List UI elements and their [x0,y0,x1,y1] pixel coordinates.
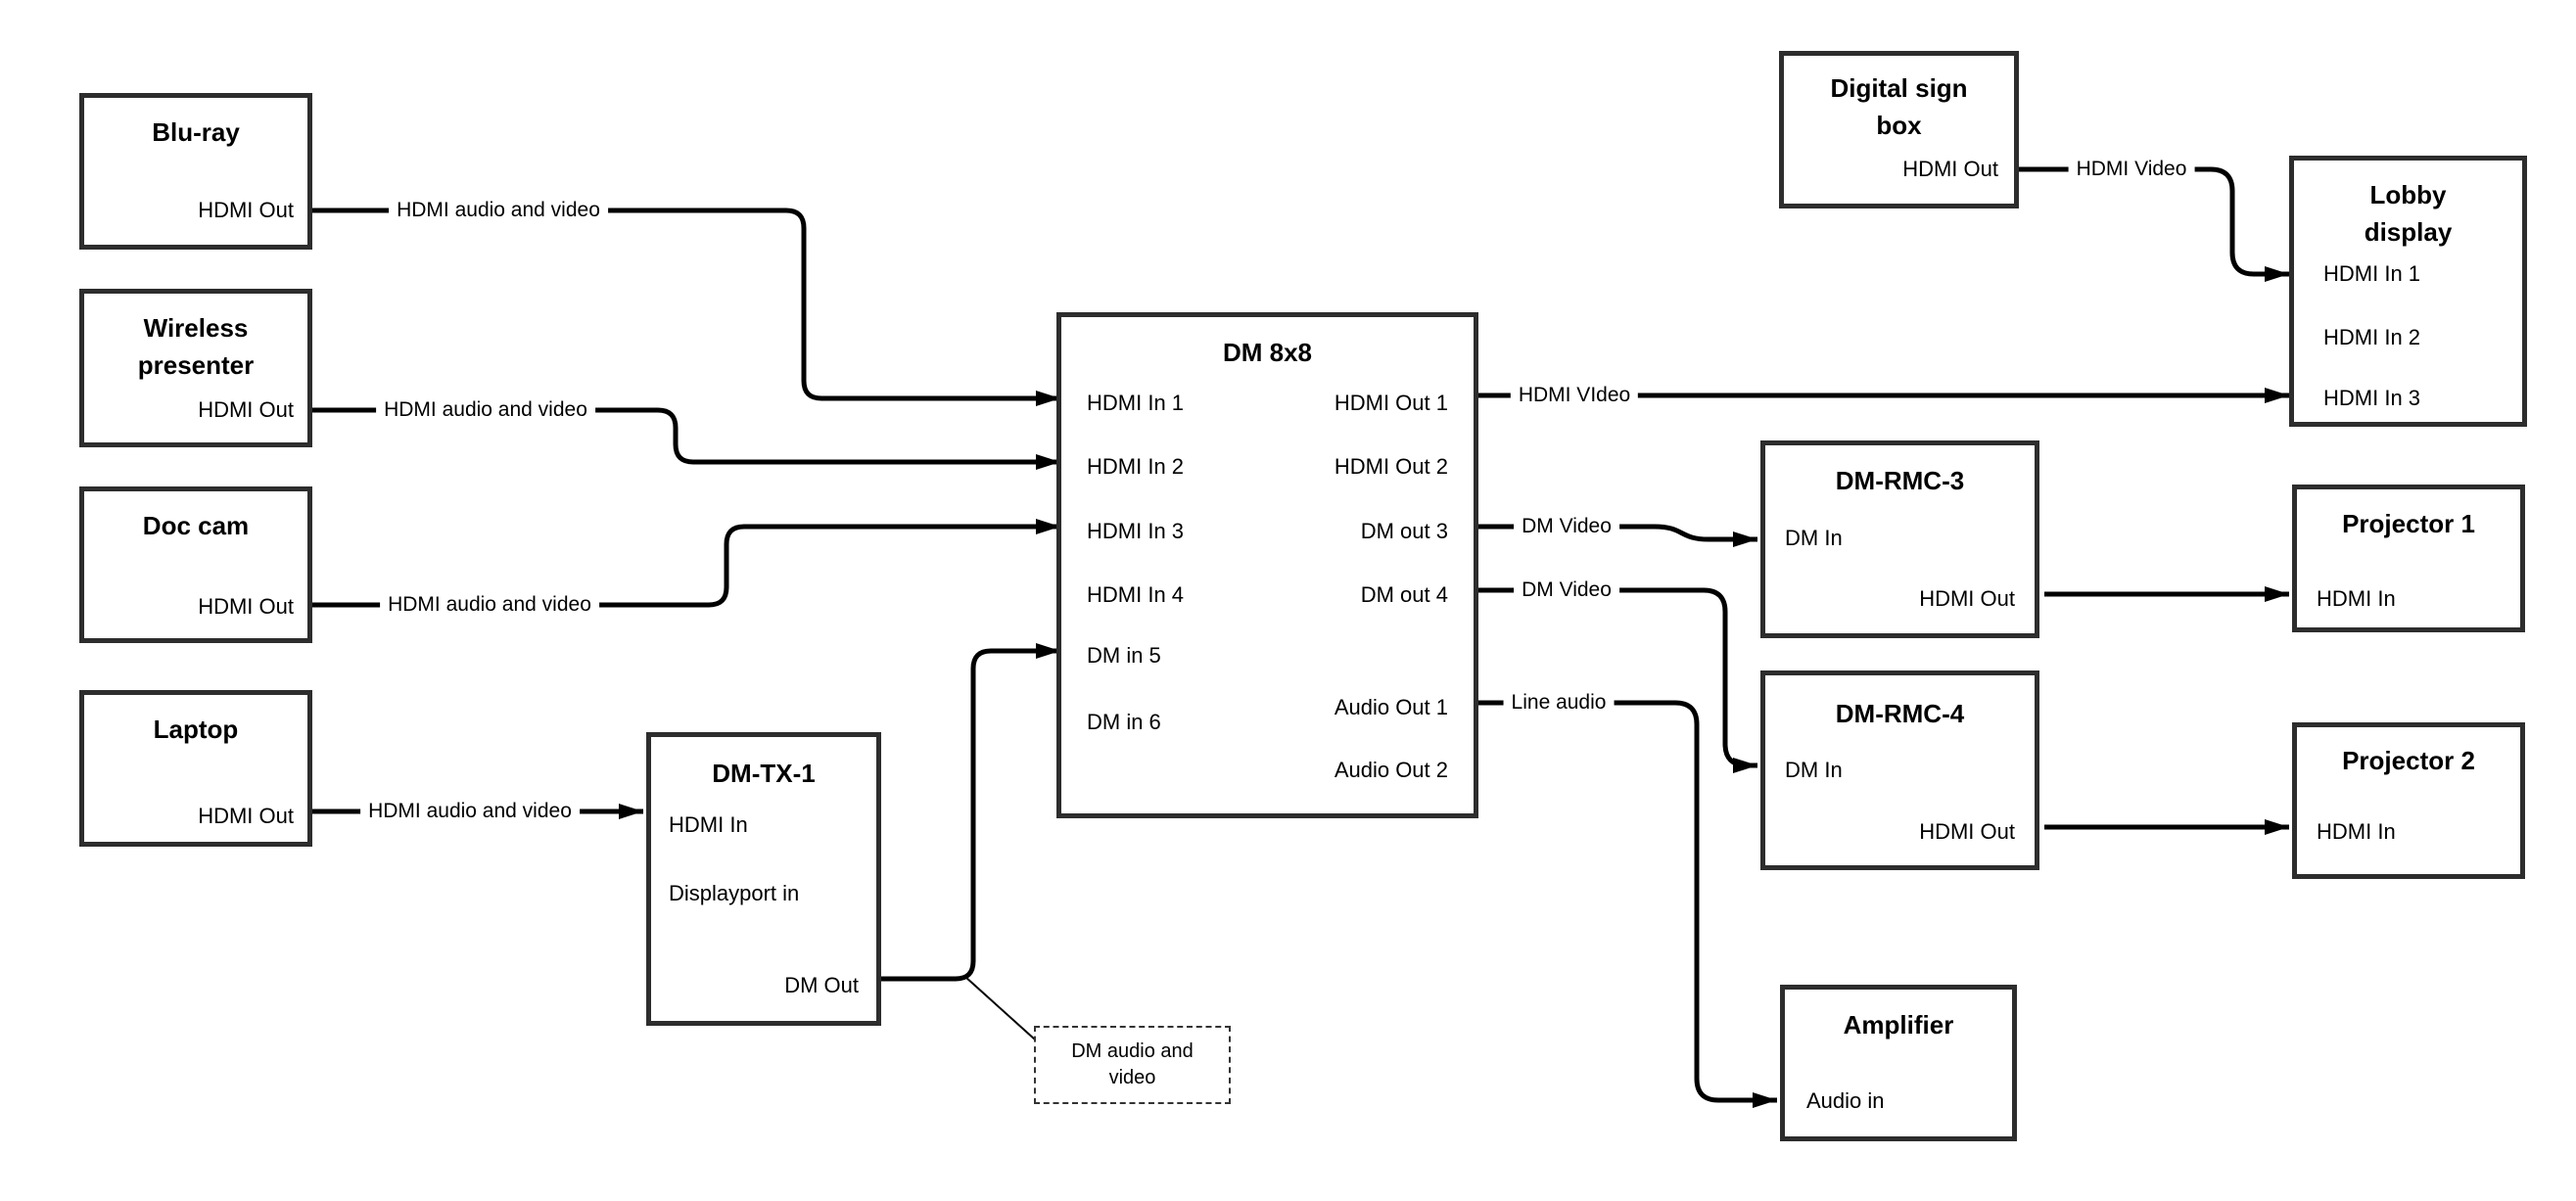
dmrmc3-title: DM-RMC-3 [1835,466,1965,495]
laptop-box: Laptop HDMI Out [79,690,312,847]
wireless-presenter-port-hdmi-out: HDMI Out [198,397,294,422]
wire-label-digitalsign: HDMI Video [2068,157,2195,182]
dm8x8-port-audio-out-1: Audio Out 1 [1334,695,1448,719]
amplifier-title: Amplifier [1843,1010,1954,1039]
bluray-box: Blu-ray HDMI Out [79,93,312,250]
wire-label-dm-video-out4: DM Video [1514,577,1619,603]
wire-label-doccam: HDMI audio and video [380,592,599,618]
wireless-presenter-box: Wireless presenter HDMI Out [79,289,312,447]
wireless-presenter-title-line2: presenter [137,350,255,380]
wire-label-dm-video-out3: DM Video [1514,514,1619,539]
wire-label-line-audio: Line audio [1503,690,1615,716]
dmrmc4-port-dm-in: DM In [1785,758,1843,782]
lobby-port-hdmi-in-2: HDMI In 2 [2323,325,2421,349]
bluray-port-hdmi-out: HDMI Out [198,198,294,222]
projector1-title: Projector 1 [2342,509,2475,538]
wire-label-hdmi-video-out1: HDMI VIdeo [1510,383,1639,408]
laptop-port-hdmi-out: HDMI Out [198,804,294,828]
wire-dm8x8-out4-to-dmrmc4 [1478,587,1757,773]
wire-dm8x8-out3-to-dmrmc3 [1478,524,1757,547]
wire-bluray-to-dm8x8-in1 [312,208,1060,406]
callout-line2: video [1108,1067,1156,1088]
dm8x8-port-hdmi-in-2: HDMI In 2 [1087,454,1185,479]
lobby-display-box: Lobby display HDMI In 1 HDMI In 2 HDMI I… [2289,156,2527,427]
dmtx1-port-dm-out: DM Out [784,973,859,997]
callout-dm-audio-video: DM audio and video [1034,1026,1231,1104]
wire-wireless-to-dm8x8-in2 [312,407,1060,470]
lobby-port-hdmi-in-1: HDMI In 1 [2323,261,2421,286]
wire-label-wireless: HDMI audio and video [376,397,595,423]
lobby-display-title-line2: display [2364,217,2453,247]
dm8x8-port-dm-out-4: DM out 4 [1360,582,1448,607]
projector2-title: Projector 2 [2342,746,2475,775]
dm8x8-port-dm-out-3: DM out 3 [1360,519,1448,543]
wireless-presenter-title-line1: Wireless [143,313,249,343]
bluray-title: Blu-ray [152,117,240,147]
doccam-title: Doc cam [142,511,250,540]
dm8x8-port-hdmi-out-1: HDMI Out 1 [1334,391,1448,415]
dm8x8-port-hdmi-out-2: HDMI Out 2 [1334,454,1448,479]
lobby-port-hdmi-in-3: HDMI In 3 [2323,386,2421,410]
wire-digitalsign-to-lobby-in1 [2019,166,2289,282]
dm8x8-title: DM 8x8 [1222,338,1313,367]
amplifier-box: Amplifier Audio in [1780,985,2017,1141]
digitalsign-title-line1: Digital sign [1830,73,1968,103]
wire-dm8x8-audioout1-to-amplifier [1478,700,1777,1108]
doccam-port-hdmi-out: HDMI Out [198,594,294,619]
dm8x8-port-hdmi-in-4: HDMI In 4 [1087,582,1185,607]
wire-label-bluray: HDMI audio and video [389,198,608,223]
digitalsign-port-hdmi-out: HDMI Out [1902,157,1998,181]
amplifier-port-audio-in: Audio in [1806,1088,1885,1113]
dm8x8-port-audio-out-2: Audio Out 2 [1334,758,1448,782]
projector1-port-hdmi-in: HDMI In [2317,586,2396,611]
dmrmc4-port-hdmi-out: HDMI Out [1919,819,2015,844]
projector2-port-hdmi-in: HDMI In [2317,819,2396,844]
dm8x8-port-dm-in-6: DM in 6 [1087,710,1161,734]
projector1-box: Projector 1 HDMI In [2292,485,2525,632]
dmrmc3-port-hdmi-out: HDMI Out [1919,586,2015,611]
dm8x8-port-hdmi-in-1: HDMI In 1 [1087,391,1185,415]
callout-line1: DM audio and [1071,1040,1194,1062]
dmrmc3-port-dm-in: DM In [1785,526,1843,550]
dm8x8-port-hdmi-in-3: HDMI In 3 [1087,519,1185,543]
dm8x8-box: DM 8x8 HDMI In 1 HDMI In 2 HDMI In 3 HDM… [1056,312,1478,818]
dm8x8-port-dm-in-5: DM in 5 [1087,643,1161,668]
wire-dmtx1-to-dm8x8-in5 [881,643,1060,982]
wire-label-laptop: HDMI audio and video [360,799,580,824]
digitalsign-box: Digital sign box HDMI Out [1779,51,2019,208]
dmtx1-box: DM-TX-1 HDMI In Displayport in DM Out [646,732,881,1026]
callout-leader-line [964,976,1036,1040]
dmtx1-port-hdmi-in: HDMI In [669,812,748,837]
dmrmc4-title: DM-RMC-4 [1835,699,1965,728]
projector2-box: Projector 2 HDMI In [2292,722,2525,879]
digitalsign-title-line2: box [1876,111,1922,140]
dmrmc4-box: DM-RMC-4 DM In HDMI Out [1760,670,2039,870]
dmrmc3-box: DM-RMC-3 DM In HDMI Out [1760,440,2039,638]
laptop-title: Laptop [153,715,239,744]
lobby-display-title-line1: Lobby [2369,180,2447,209]
dmtx1-title: DM-TX-1 [712,759,816,788]
doccam-box: Doc cam HDMI Out [79,486,312,643]
dmtx1-port-displayport-in: Displayport in [669,881,800,905]
wire-doccam-to-dm8x8-in3 [312,519,1060,608]
